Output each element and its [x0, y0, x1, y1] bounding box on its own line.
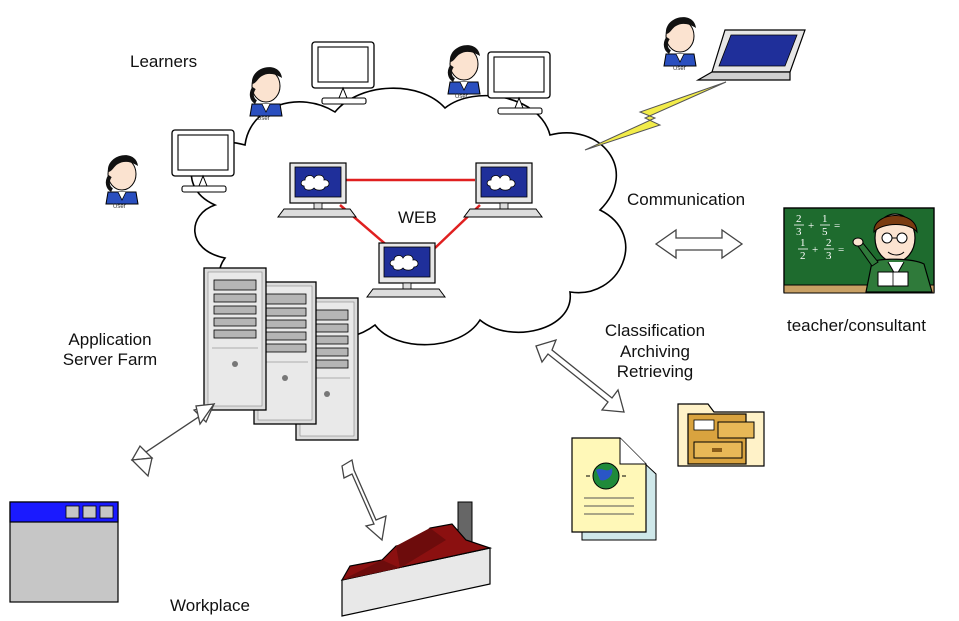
- web-computer-left: [277, 162, 357, 218]
- laptop-icon: [695, 29, 806, 81]
- remote-user: User: [662, 15, 698, 72]
- classification-label: Classification: [604, 321, 706, 340]
- blackboard-math: 2 3 + 1 5 = 1 2 + 2 3 =: [794, 213, 844, 262]
- retrieving-label: Retrieving: [616, 362, 694, 381]
- app-server-label-line2: Server Farm: [62, 350, 158, 369]
- learner-user-right: User: [446, 43, 482, 100]
- archiving-label: Archiving: [620, 342, 690, 361]
- user-tag: User: [455, 94, 468, 100]
- communication-arrow-icon: [654, 228, 744, 260]
- user-tag: User: [257, 116, 270, 122]
- app-server-label-line1: Application: [68, 330, 152, 349]
- svg-text:3: 3: [796, 226, 802, 238]
- archive-arrow-icon: [535, 338, 625, 413]
- learner-user-left: User: [104, 153, 140, 210]
- teacher-consultant-label: teacher/consultant: [787, 316, 926, 335]
- user-tag: User: [673, 66, 686, 72]
- svg-text:2: 2: [800, 250, 806, 262]
- svg-text:=: =: [838, 244, 844, 256]
- communication-label: Communication: [627, 190, 746, 209]
- svg-text:+: +: [812, 244, 818, 256]
- factory-icon: [340, 501, 493, 617]
- learners-label: Learners: [130, 52, 198, 71]
- server-factory-arrow-icon: [341, 458, 387, 542]
- application-window-icon: [9, 501, 119, 603]
- svg-text:2: 2: [826, 237, 832, 249]
- user-tag: User: [113, 204, 126, 210]
- learner-user-middle: User: [248, 65, 284, 122]
- web-label: WEB: [398, 208, 437, 227]
- svg-text:1: 1: [822, 213, 828, 225]
- svg-text:+: +: [808, 220, 814, 232]
- web-computer-bottom: [366, 242, 446, 298]
- file-cabinet-icon: [677, 403, 765, 467]
- svg-text:2: 2: [796, 213, 802, 225]
- svg-text:1: 1: [800, 237, 806, 249]
- web-computer-right: [463, 162, 543, 218]
- workplace-label: Workplace: [170, 596, 250, 615]
- svg-text:5: 5: [822, 226, 828, 238]
- svg-text:=: =: [834, 220, 840, 232]
- lightning-icon: [584, 81, 727, 151]
- teacher-icon: 2 3 + 1 5 = 1 2 + 2 3 =: [783, 207, 935, 294]
- web-document-icon: [571, 437, 657, 541]
- svg-text:3: 3: [826, 250, 832, 262]
